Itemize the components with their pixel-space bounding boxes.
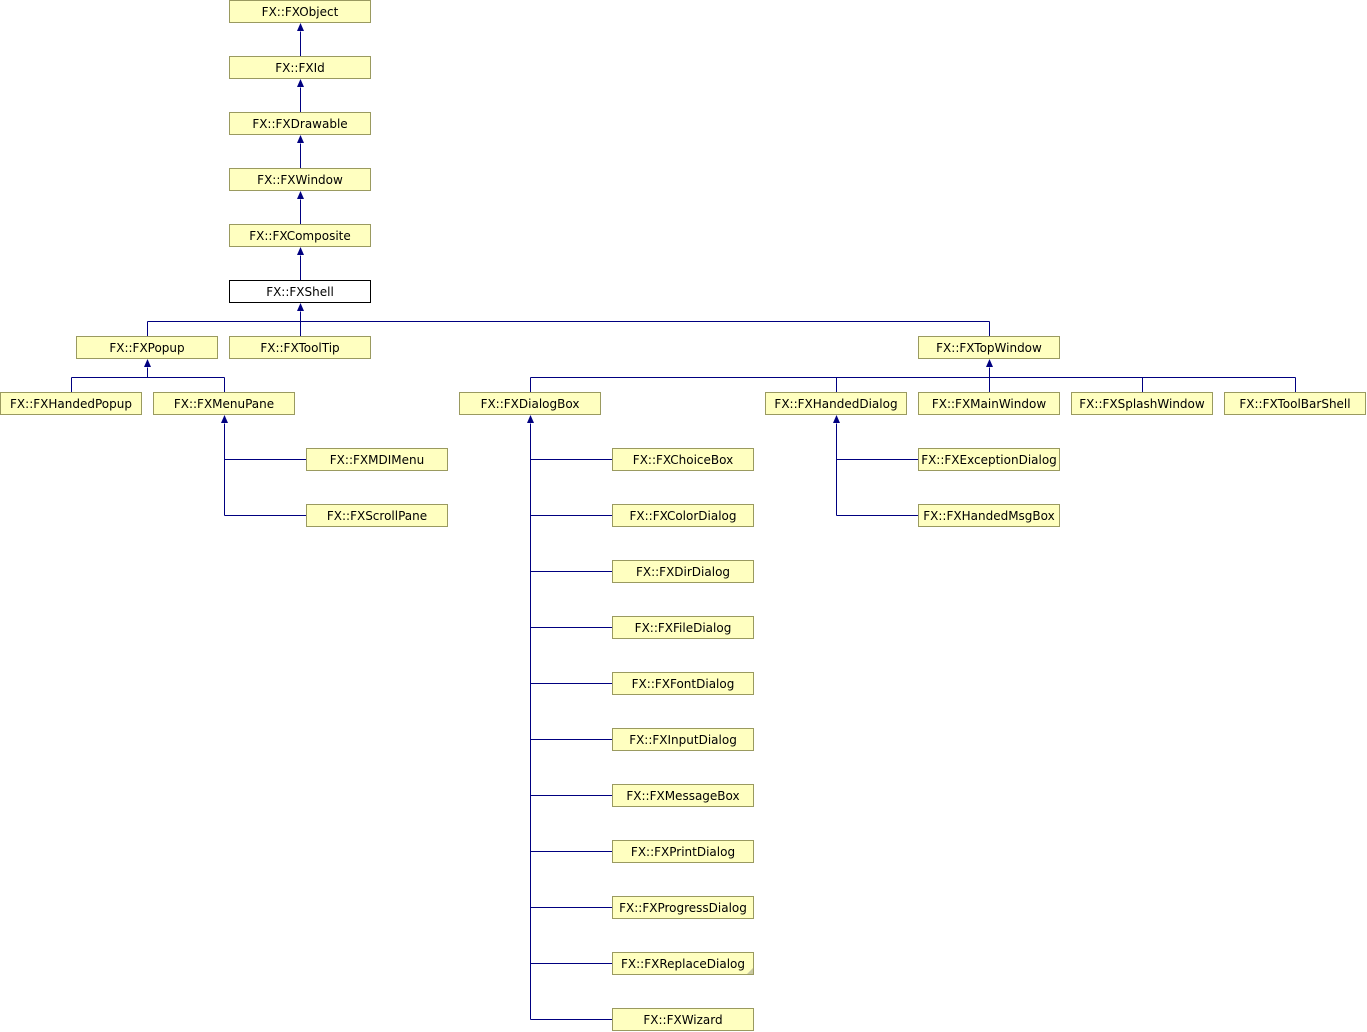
class-node-fx-mdi-menu[interactable]: FX::FXMDIMenu	[306, 448, 448, 471]
arrowhead-fx-menu-pane	[221, 415, 228, 423]
arrowhead-fx-window	[297, 191, 304, 199]
class-node-label: FX::FXTopWindow	[936, 340, 1042, 355]
class-node-fx-window[interactable]: FX::FXWindow	[229, 168, 371, 191]
arrowhead-fx-object	[297, 23, 304, 31]
class-node-fx-dialog-box[interactable]: FX::FXDialogBox	[459, 392, 601, 415]
arrowhead-fx-drawable	[297, 135, 304, 143]
class-node-label: FX::FXPopup	[109, 340, 185, 355]
class-node-label: FX::FXToolBarShell	[1239, 396, 1351, 411]
class-node-fx-menu-pane[interactable]: FX::FXMenuPane	[153, 392, 295, 415]
class-node-fx-main-window[interactable]: FX::FXMainWindow	[918, 392, 1060, 415]
arrowhead-fx-popup	[144, 359, 151, 367]
class-node-fx-tool-tip[interactable]: FX::FXToolTip	[229, 336, 371, 359]
class-node-label: FX::FXHandedDialog	[774, 396, 898, 411]
class-node-label: FX::FXWindow	[257, 172, 343, 187]
class-node-fx-wizard[interactable]: FX::FXWizard	[612, 1008, 754, 1031]
arrowhead-fx-dialog-box	[527, 415, 534, 423]
class-node-label: FX::FXSplashWindow	[1079, 396, 1205, 411]
class-node-label: FX::FXMenuPane	[173, 396, 275, 411]
class-node-label: FX::FXProgressDialog	[619, 900, 747, 915]
class-node-fx-choice-box[interactable]: FX::FXChoiceBox	[612, 448, 754, 471]
class-node-fx-handed-popup[interactable]: FX::FXHandedPopup	[0, 392, 142, 415]
class-node-label: FX::FXDirDialog	[635, 564, 731, 579]
class-node-label: FX::FXInputDialog	[629, 732, 737, 747]
class-node-label: FX::FXObject	[261, 4, 339, 19]
class-node-fx-tool-bar-shell[interactable]: FX::FXToolBarShell	[1224, 392, 1366, 415]
class-node-fx-color-dialog[interactable]: FX::FXColorDialog	[612, 504, 754, 527]
class-node-label: FX::FXDrawable	[252, 116, 348, 131]
class-node-label: FX::FXChoiceBox	[632, 452, 734, 467]
class-node-fx-message-box[interactable]: FX::FXMessageBox	[612, 784, 754, 807]
class-node-fx-drawable[interactable]: FX::FXDrawable	[229, 112, 371, 135]
class-node-fx-handed-msg-box[interactable]: FX::FXHandedMsgBox	[918, 504, 1060, 527]
arrowhead-fx-top-window	[986, 359, 993, 367]
class-node-fx-id[interactable]: FX::FXId	[229, 56, 371, 79]
class-node-fx-input-dialog[interactable]: FX::FXInputDialog	[612, 728, 754, 751]
class-node-fx-print-dialog[interactable]: FX::FXPrintDialog	[612, 840, 754, 863]
class-node-fx-dir-dialog[interactable]: FX::FXDirDialog	[612, 560, 754, 583]
class-node-label: FX::FXFileDialog	[634, 620, 732, 635]
class-node-fx-file-dialog[interactable]: FX::FXFileDialog	[612, 616, 754, 639]
class-node-fx-font-dialog[interactable]: FX::FXFontDialog	[612, 672, 754, 695]
class-node-label: FX::FXWizard	[643, 1012, 723, 1027]
class-node-label: FX::FXReplaceDialog	[620, 956, 746, 971]
class-node-fx-composite[interactable]: FX::FXComposite	[229, 224, 371, 247]
arrowhead-fx-id	[297, 79, 304, 87]
class-node-label: FX::FXComposite	[249, 228, 351, 243]
class-node-fx-shell: FX::FXShell	[229, 280, 371, 303]
class-node-label: FX::FXMainWindow	[931, 396, 1047, 411]
class-node-fx-replace-dialog[interactable]: FX::FXReplaceDialog	[612, 952, 754, 975]
class-node-label: FX::FXScrollPane	[326, 508, 428, 523]
arrowhead-fx-composite	[297, 247, 304, 255]
class-node-label: FX::FXExceptionDialog	[921, 452, 1057, 467]
class-node-label: FX::FXHandedPopup	[10, 396, 132, 411]
arrowhead-fx-handed-dialog	[833, 415, 840, 423]
class-node-label: FX::FXMDIMenu	[329, 452, 425, 467]
class-node-fx-progress-dialog[interactable]: FX::FXProgressDialog	[612, 896, 754, 919]
class-node-label: FX::FXToolTip	[260, 340, 340, 355]
class-node-label: FX::FXFontDialog	[631, 676, 735, 691]
class-node-label: FX::FXShell	[266, 284, 334, 299]
class-node-fx-scroll-pane[interactable]: FX::FXScrollPane	[306, 504, 448, 527]
class-node-fx-exception-dialog[interactable]: FX::FXExceptionDialog	[918, 448, 1060, 471]
class-node-label: FX::FXMessageBox	[626, 788, 740, 803]
class-node-fx-handed-dialog[interactable]: FX::FXHandedDialog	[765, 392, 907, 415]
arrowhead-fx-shell	[297, 303, 304, 311]
class-node-fx-splash-window[interactable]: FX::FXSplashWindow	[1071, 392, 1213, 415]
class-node-label: FX::FXId	[275, 60, 325, 75]
class-node-fx-popup[interactable]: FX::FXPopup	[76, 336, 218, 359]
class-node-label: FX::FXHandedMsgBox	[923, 508, 1055, 523]
class-node-label: FX::FXColorDialog	[629, 508, 737, 523]
truncated-fold-icon	[747, 968, 753, 974]
class-node-fx-top-window[interactable]: FX::FXTopWindow	[918, 336, 1060, 359]
class-node-label: FX::FXDialogBox	[480, 396, 580, 411]
class-node-fx-object[interactable]: FX::FXObject	[229, 0, 371, 23]
class-node-label: FX::FXPrintDialog	[630, 844, 736, 859]
